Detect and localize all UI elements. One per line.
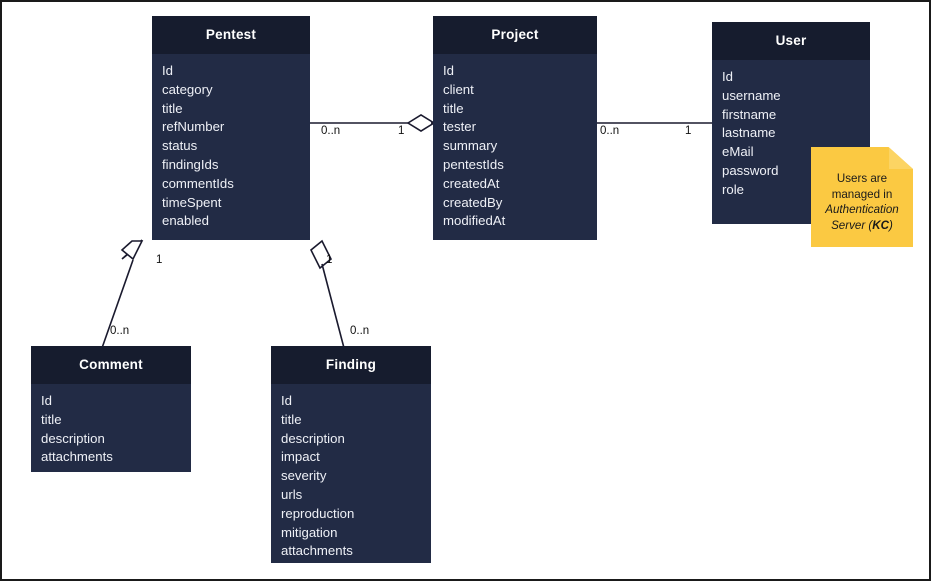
attribute-row: impact — [281, 449, 320, 465]
attribute-row: description — [41, 430, 105, 446]
note-line-3: Authentication — [825, 203, 899, 216]
attribute-row: attachments — [41, 449, 113, 465]
class-box-comment[interactable]: Comment Id title description attachments — [31, 346, 191, 472]
attribute-row: timeSpent — [162, 194, 222, 210]
class-attributes-finding: Id title description impact severity url… — [271, 384, 431, 571]
attribute-row: client — [443, 81, 474, 97]
class-title-user: User — [712, 22, 870, 60]
attribute-row: firstname — [722, 106, 777, 122]
attribute-row: refNumber — [162, 119, 225, 135]
class-attributes-user: Id username firstname lastname eMail pas… — [712, 60, 870, 210]
class-attributes-pentest: Id category title refNumber status findi… — [152, 54, 310, 241]
class-attributes-comment: Id title description attachments — [31, 384, 191, 477]
attribute-row: pentestIds — [443, 156, 504, 172]
attribute-row: category — [162, 81, 213, 97]
class-title-finding: Finding — [271, 346, 431, 384]
attribute-row: urls — [281, 486, 303, 502]
attribute-row: findingIds — [162, 156, 219, 172]
multiplicity-pentest-comment-to: 0..n — [110, 325, 130, 337]
note-line-4-suffix: ) — [889, 218, 893, 232]
attribute-row: username — [722, 87, 781, 103]
class-box-pentest[interactable]: Pentest Id category title refNumber stat… — [152, 16, 310, 240]
attribute-row: role — [722, 181, 744, 197]
multiplicity-project-user-from: 0..n — [600, 125, 620, 137]
multiplicity-pentest-project-to: 1 — [398, 125, 405, 137]
class-attributes-project: Id client title tester summary pentestId… — [433, 54, 597, 241]
class-title-comment: Comment — [31, 346, 191, 384]
attribute-row: title — [443, 100, 464, 116]
multiplicity-pentest-finding-to: 0..n — [350, 325, 370, 337]
attribute-row: title — [41, 411, 62, 427]
sticky-note[interactable]: Users are managed in Authentication Serv… — [811, 147, 913, 247]
note-line-1: Users are — [836, 172, 888, 185]
attribute-row: status — [162, 138, 198, 154]
attribute-row: enabled — [162, 213, 209, 229]
attribute-row: attachments — [281, 543, 353, 559]
attribute-row: reproduction — [281, 505, 355, 521]
attribute-row: Id — [722, 69, 733, 84]
attribute-row: title — [281, 411, 302, 427]
attribute-row: eMail — [722, 144, 754, 160]
attribute-row: mitigation — [281, 524, 338, 540]
multiplicity-pentest-project-from: 0..n — [321, 125, 341, 137]
class-title-pentest: Pentest — [152, 16, 310, 54]
attribute-row: tester — [443, 119, 476, 135]
note-line-2: managed in — [831, 187, 893, 201]
attribute-row: summary — [443, 138, 498, 154]
class-box-finding[interactable]: Finding Id title description impact seve… — [271, 346, 431, 563]
note-fold-corner-icon — [888, 147, 913, 169]
multiplicity-pentest-finding-from: 1 — [326, 254, 333, 266]
attribute-row: severity — [281, 468, 327, 484]
attribute-row: password — [722, 162, 779, 178]
multiplicity-pentest-comment-from: 1 — [156, 254, 163, 266]
attribute-row: description — [281, 430, 345, 446]
attribute-row: Id — [443, 63, 454, 78]
sticky-note-text: Users are managed in Authentication Serv… — [811, 171, 913, 233]
attribute-row: createdBy — [443, 194, 503, 210]
class-box-project[interactable]: Project Id client title tester summary p… — [433, 16, 597, 240]
attribute-row: createdAt — [443, 175, 500, 191]
multiplicity-project-user-to: 1 — [685, 125, 692, 137]
note-line-4-bold: KC — [872, 218, 890, 232]
attribute-row: title — [162, 100, 183, 116]
attribute-row: Id — [281, 393, 292, 408]
attribute-row: Id — [41, 393, 52, 408]
attribute-row: Id — [162, 63, 173, 78]
class-title-project: Project — [433, 16, 597, 54]
note-line-4-prefix: Server ( — [831, 218, 873, 232]
attribute-row: modifiedAt — [443, 213, 506, 229]
attribute-row: commentIds — [162, 175, 234, 191]
note-line-4: Server (KC) — [819, 218, 905, 234]
attribute-row: lastname — [722, 125, 776, 141]
